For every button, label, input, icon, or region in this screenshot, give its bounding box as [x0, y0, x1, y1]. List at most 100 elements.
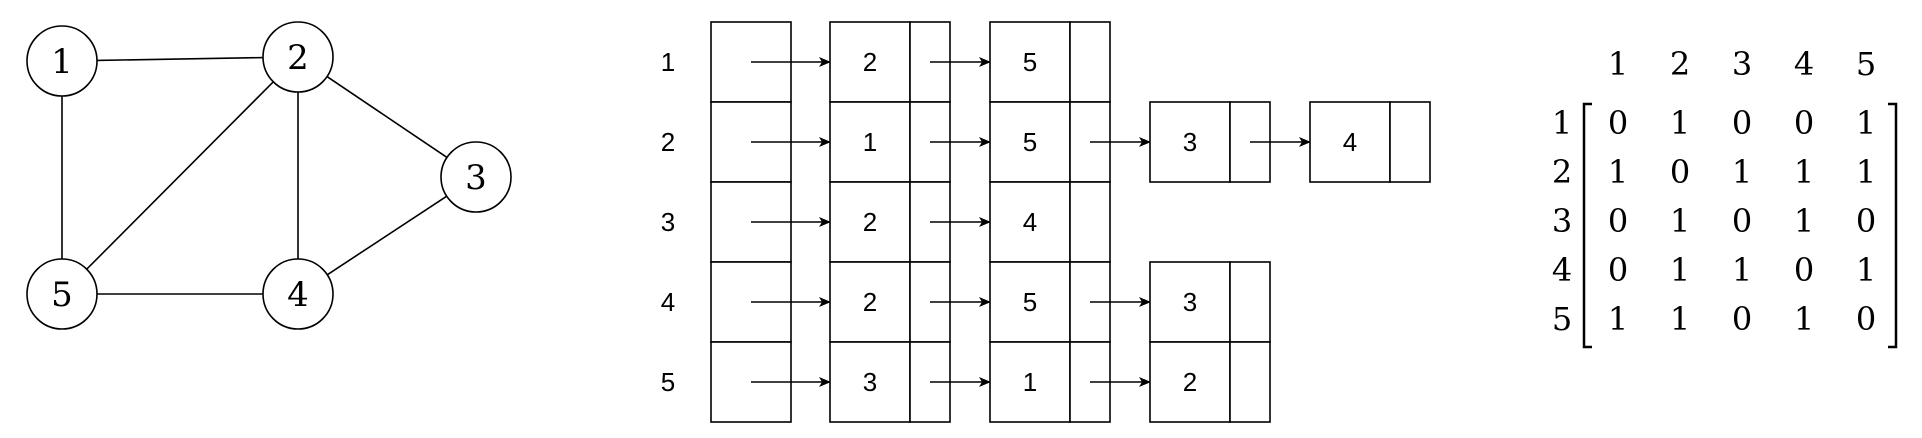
neighbor-value: 2	[863, 287, 877, 317]
node-circle	[440, 141, 512, 213]
node-4: 4	[262, 258, 334, 330]
neighbor-value: 5	[1023, 127, 1037, 157]
neighbor-value: 3	[1183, 127, 1197, 157]
next-pointer-cell	[1389, 101, 1431, 183]
value-cell	[829, 261, 911, 343]
neighbor-value: 4	[1343, 127, 1357, 157]
node-circle	[26, 258, 98, 330]
list-row-3: 3 2 4	[661, 181, 1111, 263]
node-label: 2	[287, 38, 309, 78]
adjacency-list: 1 2 5 2 1 5 3 4 3 2 4 4 2 5 3 5 3 1 2	[661, 21, 1431, 423]
node-circle	[26, 25, 98, 97]
value-cell	[829, 341, 911, 423]
matrix-cell: 1	[1794, 300, 1814, 338]
node-3: 3	[440, 141, 512, 213]
matrix-right-bracket	[1888, 102, 1898, 349]
list-node: 3	[1149, 261, 1271, 343]
matrix-cell: 1	[1670, 300, 1690, 338]
next-pointer-cell	[1069, 21, 1111, 103]
edge-2-5	[86, 81, 274, 270]
matrix-row-label: 2	[1552, 153, 1572, 191]
matrix-cell: 0	[1732, 202, 1752, 240]
matrix-col-label: 1	[1608, 45, 1628, 83]
row-index-label: 5	[661, 367, 675, 397]
matrix-cell: 1	[1732, 153, 1752, 191]
list-node: 2	[1149, 341, 1271, 423]
matrix-cell: 0	[1608, 202, 1628, 240]
node-label: 1	[51, 42, 73, 82]
matrix-cell: 0	[1794, 251, 1814, 289]
node-1: 1	[26, 25, 98, 97]
matrix-cell: 0	[1608, 251, 1628, 289]
matrix-cell: 1	[1670, 251, 1690, 289]
next-pointer-cell	[1069, 181, 1111, 263]
list-node: 3	[1149, 101, 1271, 183]
matrix-cell: 1	[1608, 153, 1628, 191]
matrix-cell: 0	[1732, 104, 1752, 142]
value-cell	[829, 21, 911, 103]
next-pointer-cell	[1229, 341, 1271, 423]
matrix-cell: 0	[1856, 300, 1876, 338]
value-cell	[829, 181, 911, 263]
matrix-cell: 0	[1856, 202, 1876, 240]
row-index-label: 2	[661, 127, 675, 157]
neighbor-value: 2	[863, 47, 877, 77]
neighbor-value: 3	[1183, 287, 1197, 317]
undirected-graph: 1 2 3 4 5	[26, 21, 512, 330]
matrix-cell: 1	[1670, 202, 1690, 240]
value-cell	[989, 261, 1071, 343]
value-cell	[1149, 101, 1231, 183]
edge-3-4	[326, 195, 448, 276]
matrix-col-label: 5	[1856, 45, 1876, 83]
matrix-col-label: 2	[1670, 45, 1690, 83]
neighbor-value: 4	[1023, 207, 1037, 237]
matrix-cell: 1	[1608, 300, 1628, 338]
list-node: 5	[989, 21, 1111, 103]
matrix-left-bracket	[1582, 102, 1592, 349]
matrix-cell: 1	[1794, 153, 1814, 191]
value-cell	[1309, 101, 1391, 183]
list-node: 4	[1309, 101, 1431, 183]
neighbor-value: 1	[1023, 367, 1037, 397]
neighbor-value: 3	[863, 367, 877, 397]
neighbor-value: 5	[1023, 287, 1037, 317]
list-node: 4	[989, 181, 1111, 263]
matrix-cell: 1	[1856, 153, 1876, 191]
neighbor-value: 2	[1183, 367, 1197, 397]
node-label: 3	[465, 158, 487, 198]
node-5: 5	[26, 258, 98, 330]
matrix-row-label: 1	[1552, 104, 1572, 142]
list-node: 1	[829, 101, 951, 183]
node-label: 4	[287, 275, 309, 315]
matrix-col-label: 4	[1794, 45, 1814, 83]
matrix-cell: 1	[1670, 104, 1690, 142]
node-circle	[262, 21, 334, 93]
matrix-row-label: 5	[1552, 300, 1572, 338]
matrix-cell: 1	[1732, 251, 1752, 289]
row-index-label: 3	[661, 207, 675, 237]
row-index-label: 1	[661, 47, 675, 77]
matrix-cell: 0	[1732, 300, 1752, 338]
node-2: 2	[262, 21, 334, 93]
edge-2-3	[326, 75, 448, 159]
edge-1-2	[96, 56, 264, 62]
list-node: 5	[989, 261, 1111, 343]
neighbor-value: 2	[863, 207, 877, 237]
node-label: 5	[51, 275, 73, 315]
list-row-4: 4 2 5 3	[661, 261, 1271, 343]
row-index-label: 4	[661, 287, 675, 317]
matrix-row-label: 3	[1552, 202, 1572, 240]
neighbor-value: 1	[863, 127, 877, 157]
value-cell	[1149, 341, 1231, 423]
matrix-col-label: 3	[1732, 45, 1752, 83]
value-cell	[1149, 261, 1231, 343]
neighbor-value: 5	[1023, 47, 1037, 77]
list-row-1: 1 2 5	[661, 21, 1111, 103]
matrix-cell: 0	[1608, 104, 1628, 142]
value-cell	[829, 101, 911, 183]
matrix-cell: 0	[1794, 104, 1814, 142]
matrix-row-label: 4	[1552, 251, 1572, 289]
matrix-cell: 1	[1794, 202, 1814, 240]
